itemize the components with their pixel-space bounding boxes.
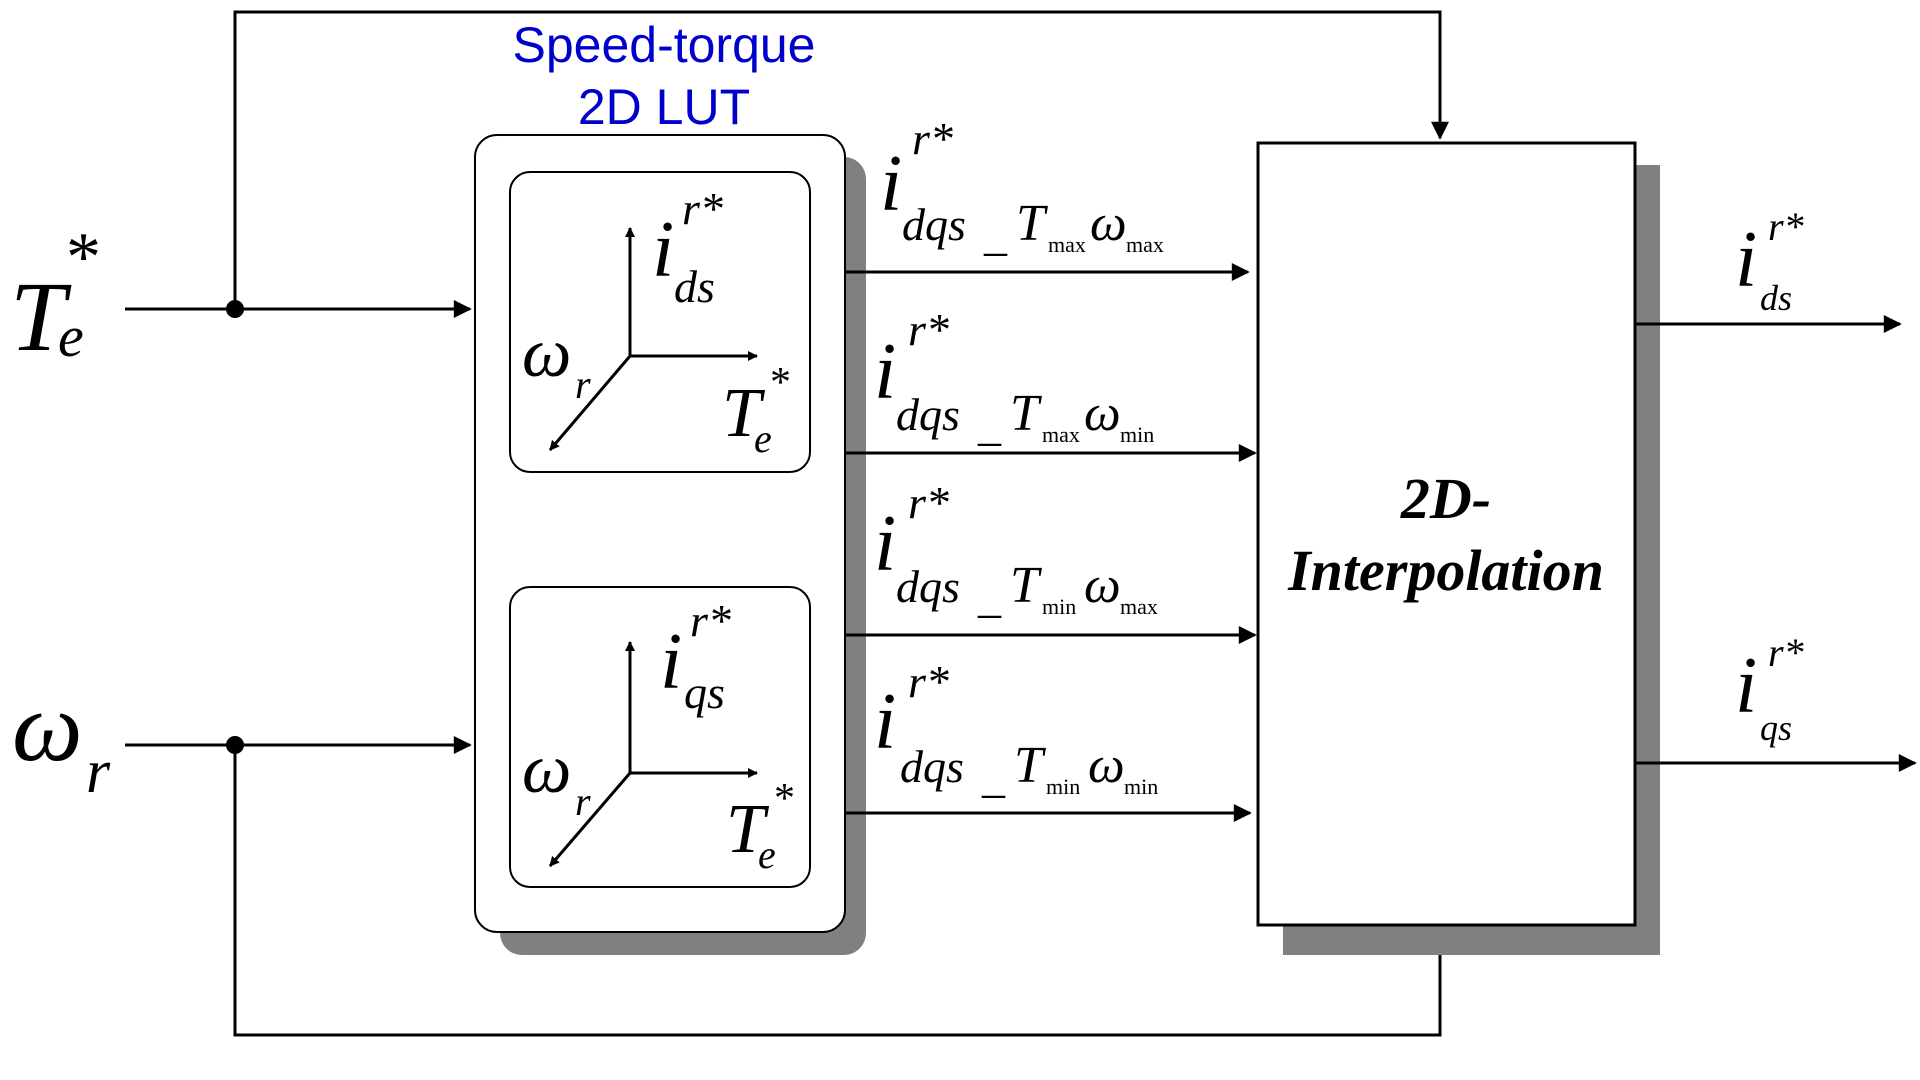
rotor-speed-input: ω r — [12, 671, 1449, 1037]
lut-title-line2: 2D LUT — [578, 79, 750, 135]
q-table-speed-axis — [548, 772, 632, 867]
lut-table-q-frame — [509, 586, 811, 888]
lut-output-signals: i r* dqs _ T max ω max i r* dqs _ T max … — [845, 113, 1257, 822]
interpolation-block-frame — [1256, 141, 1637, 927]
lut-table-d-frame — [509, 171, 811, 473]
q-table-torque-label: T * e — [726, 776, 799, 877]
d-table-output-label: i r* ds — [652, 183, 727, 312]
Tmin-wmax-label: i r* dqs _ T min ω max — [874, 477, 1158, 622]
interpolation-title-line2: Interpolation — [1287, 538, 1604, 603]
d-table-speed-axis — [548, 355, 632, 451]
speed-torque-lut-block: Speed-torque 2D LUT i r* ds ω r T * e — [474, 17, 866, 955]
d-table-torque-label: T * e — [722, 360, 795, 461]
rotor-speed-label: ω r — [12, 671, 111, 806]
interpolation-title-line1: 2D- — [1400, 466, 1491, 531]
Tmax-wmin-label: i r* dqs _ T max ω min — [874, 304, 1154, 450]
current-Tmin-wmin-signal: i r* dqs _ T min ω min — [845, 656, 1252, 822]
current-Tmax-wmin-signal: i r* dqs _ T max ω min — [845, 304, 1257, 462]
q-axis-current-output: i r* qs — [1635, 630, 1917, 772]
q-table-speed-label: ω r — [522, 731, 591, 824]
current-Tmin-wmax-signal: i r* dqs _ T min ω max — [845, 477, 1257, 644]
speed-bypass-wire — [233, 745, 1449, 1037]
lut-title-line1: Speed-torque — [512, 17, 815, 73]
lut-table-d-axis: i r* ds ω r T * e — [509, 171, 811, 473]
torque-reference-input: T * e — [10, 10, 1449, 372]
Tmin-wmin-label: i r* dqs _ T min ω min — [874, 656, 1158, 802]
q-current-output-label: i r* qs — [1735, 630, 1808, 748]
current-Tmax-wmax-signal: i r* dqs _ T max ω max — [845, 113, 1250, 281]
q-table-output-label: i r* qs — [660, 595, 735, 718]
lut-table-q-axis: i r* qs ω r T * e — [509, 586, 811, 888]
d-axis-current-output: i r* ds — [1635, 204, 1902, 333]
d-current-output-label: i r* ds — [1735, 204, 1808, 318]
interpolation-block: 2D- Interpolation — [1256, 141, 1660, 955]
torque-reference-label: T * e — [10, 219, 105, 372]
d-table-speed-label: ω r — [522, 315, 591, 407]
Tmax-wmax-label: i r* dqs _ T max ω max — [880, 113, 1164, 260]
torque-bypass-wire — [233, 10, 1449, 309]
